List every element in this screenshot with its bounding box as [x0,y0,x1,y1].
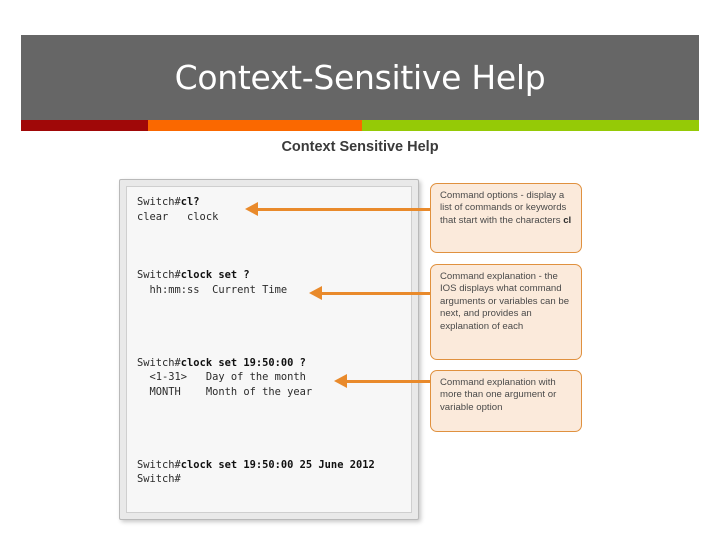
page-title: Context-Sensitive Help [174,58,546,97]
callout-text: Command options - display a list of comm… [440,190,567,226]
accent-segment-green [362,120,699,131]
callout-text-emphasis: cl [563,214,572,226]
accent-segment-orange [148,120,362,131]
console-line: Switch#clock set 19:50:00 ? [137,356,405,371]
console-blank-line [137,414,405,429]
callout-command-explanation-multi: Command explanation with more than one a… [430,370,582,432]
console-output-text: MONTH Month of the year [137,385,313,398]
console-blank-line [137,429,405,444]
accent-segment-red [21,120,148,131]
callout-arrow-line-3 [345,380,432,383]
console-line: clear clock [137,210,405,225]
callout-arrow-line-2 [320,292,432,295]
console-line: Switch#cl? [137,195,405,210]
console-blank-line [137,399,405,414]
console-line: <1-31> Day of the month [137,370,405,385]
callout-command-explanation: Command explanation - the IOS displays w… [430,264,582,360]
callout-text: Command explanation with more than one a… [440,377,557,413]
console-blank-line [137,443,405,458]
console-blank-line [137,253,405,268]
console-blank-line [137,224,405,239]
console-command: clock set ? [180,268,250,281]
console-line: hh:mm:ss Current Time [137,283,405,298]
console-prompt: Switch# [137,458,181,471]
console-output-text: <1-31> Day of the month [137,371,306,384]
console-blank-line [137,326,405,341]
console-command: cl? [180,196,200,208]
sub-heading: Context Sensitive Help [281,139,439,155]
console-blank-line [137,297,405,312]
console-command: clock set 19:50:00 ? [180,356,306,369]
console-prompt: Switch# [137,473,181,486]
callout-command-options: Command options - display a list of comm… [430,183,582,253]
console-command: clock set 19:50:00 25 June 2012 [180,458,375,471]
callout-arrow-head-2 [309,286,322,300]
console-output-text: clear clock [137,210,219,223]
callout-text: Command explanation - the IOS displays w… [440,271,570,332]
console-line: Switch#clock set 19:50:00 25 June 2012 [137,458,405,473]
callout-arrow-line-1 [256,208,432,211]
console-line: Switch#clock set ? [137,268,405,283]
console-prompt: Switch# [137,356,181,369]
console-blank-line [137,341,405,356]
console-line: Switch# [137,472,405,487]
callout-arrow-head-1 [245,202,258,216]
console-prompt: Switch# [137,268,181,281]
console-blank-line [137,239,405,254]
console-blank-line [137,312,405,327]
callout-arrow-head-3 [334,374,347,388]
console-line: MONTH Month of the year [137,385,405,400]
console-prompt: Switch# [137,196,181,208]
slide-header-band: Context-Sensitive Help [21,35,699,120]
console-output-text: hh:mm:ss Current Time [137,283,288,296]
accent-color-bar [21,120,699,131]
